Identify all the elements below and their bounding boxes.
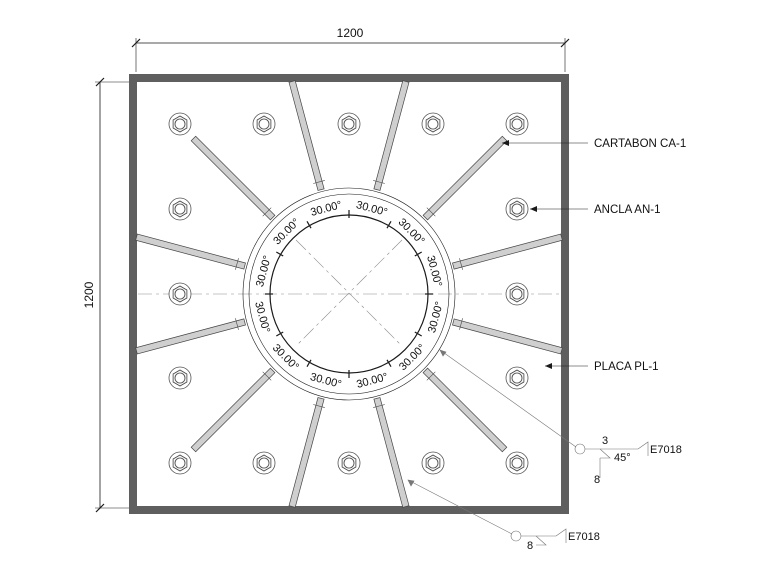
rib-stiffener: [135, 318, 246, 355]
center-lines: [138, 239, 560, 347]
rib-stiffener: [373, 80, 410, 191]
anchor-bolt: [505, 366, 529, 390]
weld-bottom-size: 8: [527, 540, 533, 552]
callout-placa: PLACA PL-1: [545, 361, 659, 373]
rib-weld-mark: [313, 404, 325, 408]
anchor-bolt: [421, 112, 445, 136]
anchor-bolt: [168, 366, 192, 390]
rib-weld-mark: [262, 371, 272, 381]
rib-stiffener: [135, 233, 246, 270]
rib-stiffener: [288, 80, 325, 191]
anchor-bolt: [505, 451, 529, 475]
rib-stiffener: [190, 135, 276, 221]
rib-weld-mark: [459, 318, 463, 330]
callout-ancla: ANCLA AN-1: [530, 204, 660, 216]
rib-stiffener: [452, 233, 563, 270]
angle-tick: [386, 220, 392, 229]
weld-top-angle: 45°: [614, 452, 631, 464]
weld-top-size-a: 3: [602, 435, 608, 447]
rib-weld-mark: [459, 258, 463, 270]
angle-tick: [306, 359, 312, 368]
rib-stiffener: [373, 397, 410, 508]
anchor-bolt: [168, 282, 192, 306]
weld-symbol-top: [439, 349, 649, 459]
width-dimension: 1200: [131, 26, 570, 72]
rib-weld-mark: [426, 207, 436, 217]
label-cartabon: CARTABON CA-1: [594, 138, 686, 150]
width-dimension-text: 1200: [337, 26, 364, 40]
rib-stiffener: [422, 367, 508, 453]
anchor-group: [168, 112, 529, 475]
rib-stiffener: [288, 397, 325, 508]
anchor-bolt: [252, 451, 276, 475]
label-ancla: ANCLA AN-1: [594, 204, 660, 216]
rib-weld-mark: [373, 404, 385, 408]
height-dimension: 1200: [82, 77, 130, 513]
anchor-bolt: [168, 451, 192, 475]
rib-group: [135, 80, 563, 508]
angle-tick: [275, 251, 284, 257]
anchor-bolt: [505, 282, 529, 306]
rib-stiffener: [452, 318, 563, 355]
rib-weld-mark: [426, 371, 436, 381]
anchor-bolt: [168, 197, 192, 221]
anchor-bolt: [505, 197, 529, 221]
weld-top-electrode: E7018: [650, 444, 682, 456]
rib-weld-mark: [235, 318, 239, 330]
angle-tick: [306, 220, 312, 229]
rib-stiffener: [422, 135, 508, 221]
outer-ring: [242, 187, 456, 401]
weld-symbol-bottom: [407, 479, 567, 546]
rib-stiffener: [190, 367, 276, 453]
angle-tick: [275, 331, 284, 337]
rib-weld-mark: [262, 207, 272, 217]
anchor-bolt: [421, 451, 445, 475]
label-placa: PLACA PL-1: [594, 361, 659, 373]
callout-cartabon: CARTABON CA-1: [502, 138, 686, 150]
height-dimension-text: 1200: [82, 281, 96, 308]
weld-top-size-b: 8: [594, 474, 600, 486]
rib-weld-mark: [313, 180, 325, 184]
rib-weld-mark: [373, 180, 385, 184]
anchor-bolt: [337, 451, 361, 475]
weld-bottom-electrode: E7018: [568, 531, 600, 543]
anchor-bolt: [505, 112, 529, 136]
angle-tick: [386, 359, 392, 368]
anchor-bolt: [252, 112, 276, 136]
anchor-bolt: [337, 112, 361, 136]
angle-tick: [414, 251, 423, 257]
middle-ring: [248, 193, 450, 395]
angle-tick: [414, 331, 423, 337]
anchor-bolt: [168, 112, 192, 136]
rib-weld-mark: [235, 258, 239, 270]
